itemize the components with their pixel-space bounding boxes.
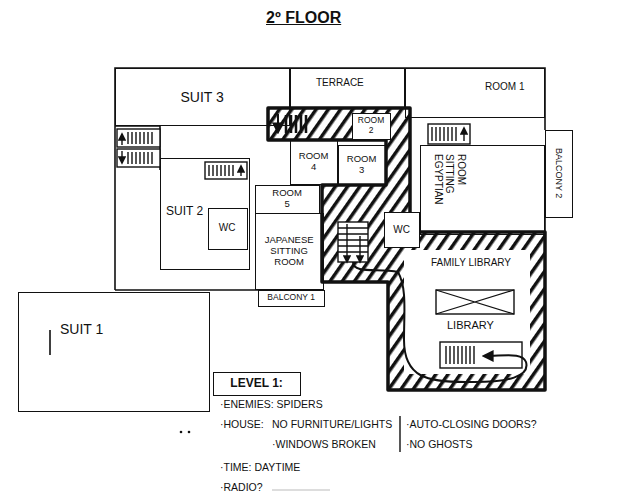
stairs-symbol bbox=[117, 114, 522, 368]
stairs-symbol bbox=[432, 127, 456, 141]
room-box: ROOM 4 bbox=[290, 140, 338, 185]
room-box: WC bbox=[208, 208, 248, 250]
stairs-arrow bbox=[121, 134, 122, 145]
note-text: ·HOUSE: bbox=[220, 418, 264, 430]
note-text: ·AUTO-CLOSING DOORS? bbox=[406, 418, 537, 430]
room-box: TERRACE bbox=[290, 68, 405, 108]
floor-title: 2º FLOOR bbox=[266, 9, 341, 27]
room-label: FAMILY LIBRARY bbox=[430, 257, 512, 269]
room-box: SUIT 1 bbox=[18, 292, 210, 412]
room-box: ROOM 5 bbox=[255, 185, 320, 214]
room-box: BALCONY 2 bbox=[545, 130, 573, 218]
room-label: JAPANESE SITTING ROOM bbox=[259, 235, 319, 268]
room-label: LEVEL 1: bbox=[229, 377, 283, 391]
room-box: BALCONY 1 bbox=[258, 290, 325, 307]
stairs-symbol bbox=[128, 132, 152, 144]
stairs-symbol bbox=[117, 149, 160, 167]
divider-line bbox=[399, 416, 400, 452]
stairs-arrow bbox=[277, 114, 279, 132]
stairs-symbol bbox=[338, 228, 368, 252]
note-text: ·WINDOWS BROKEN bbox=[272, 438, 376, 450]
room-label: ROOM 2 bbox=[356, 116, 386, 136]
stairs-symbol bbox=[209, 165, 233, 176]
room-box: LEVEL 1: bbox=[213, 372, 301, 396]
stairs-arrow bbox=[121, 151, 122, 163]
room-box: EGYPTIAN SITTING ROOM bbox=[420, 145, 545, 235]
stray-dot bbox=[180, 431, 183, 434]
stairs-arrow bbox=[359, 236, 360, 262]
crossed-box bbox=[436, 290, 514, 314]
room-label: SUIT 1 bbox=[59, 321, 104, 337]
note-text: ·ENEMIES: SPIDERS bbox=[220, 398, 323, 410]
room-label: ROOM 5 bbox=[270, 188, 304, 210]
stairs-symbol bbox=[286, 115, 306, 133]
stairs-symbol bbox=[446, 346, 474, 364]
stairs-arrow bbox=[346, 224, 347, 262]
stairs-arrow bbox=[463, 128, 464, 141]
room-label: LIBRARY bbox=[446, 319, 495, 332]
room-box: WC bbox=[384, 212, 420, 248]
stairs-symbol bbox=[428, 124, 470, 144]
room-box: ROOM 2 bbox=[352, 113, 391, 140]
note-text: ·NO GHOSTS bbox=[406, 438, 473, 450]
note-text: ·RADIO? bbox=[220, 481, 263, 493]
stairs-symbol bbox=[128, 152, 152, 164]
room-label: ROOM 3 bbox=[345, 154, 379, 176]
room-box: SUIT 3 bbox=[115, 68, 290, 126]
room-label: WC bbox=[218, 222, 237, 234]
room-label: ROOM 4 bbox=[297, 151, 331, 173]
room-box: FAMILY LIBRARY LIBRARY bbox=[388, 235, 545, 390]
stray-dot bbox=[188, 431, 191, 434]
room-label: BALCONY 2 bbox=[552, 148, 564, 198]
player-route bbox=[353, 262, 527, 382]
note-text: NO FURNITURE/LIGHTS bbox=[272, 418, 392, 430]
blank-line bbox=[272, 490, 330, 491]
stairs-symbol bbox=[117, 129, 160, 147]
room-box: SUIT 2 WC bbox=[160, 158, 250, 270]
room-label: TERRACE bbox=[315, 77, 365, 89]
room-label: EGYPTIAN SITTING ROOM bbox=[431, 154, 468, 226]
room-box: ROOM 3 bbox=[338, 145, 386, 185]
room-box: LIBRARY bbox=[430, 285, 530, 377]
room-label: SUIT 2 bbox=[165, 205, 204, 219]
room-box: ROOM 1 bbox=[405, 68, 545, 118]
stairs-symbol bbox=[205, 162, 247, 179]
room-label: SUIT 3 bbox=[179, 89, 224, 105]
room-label: WC bbox=[392, 224, 411, 236]
outer-wall bbox=[50, 68, 545, 355]
stairs-arrow bbox=[240, 166, 241, 176]
room-label: BALCONY 1 bbox=[266, 293, 316, 303]
crossed-box bbox=[436, 290, 514, 314]
stairs-symbol bbox=[338, 222, 368, 262]
room-label: ROOM 1 bbox=[484, 81, 525, 93]
note-text: ·TIME: DAYTIME bbox=[220, 461, 300, 473]
room-box: JAPANESE SITTING ROOM bbox=[255, 213, 324, 290]
